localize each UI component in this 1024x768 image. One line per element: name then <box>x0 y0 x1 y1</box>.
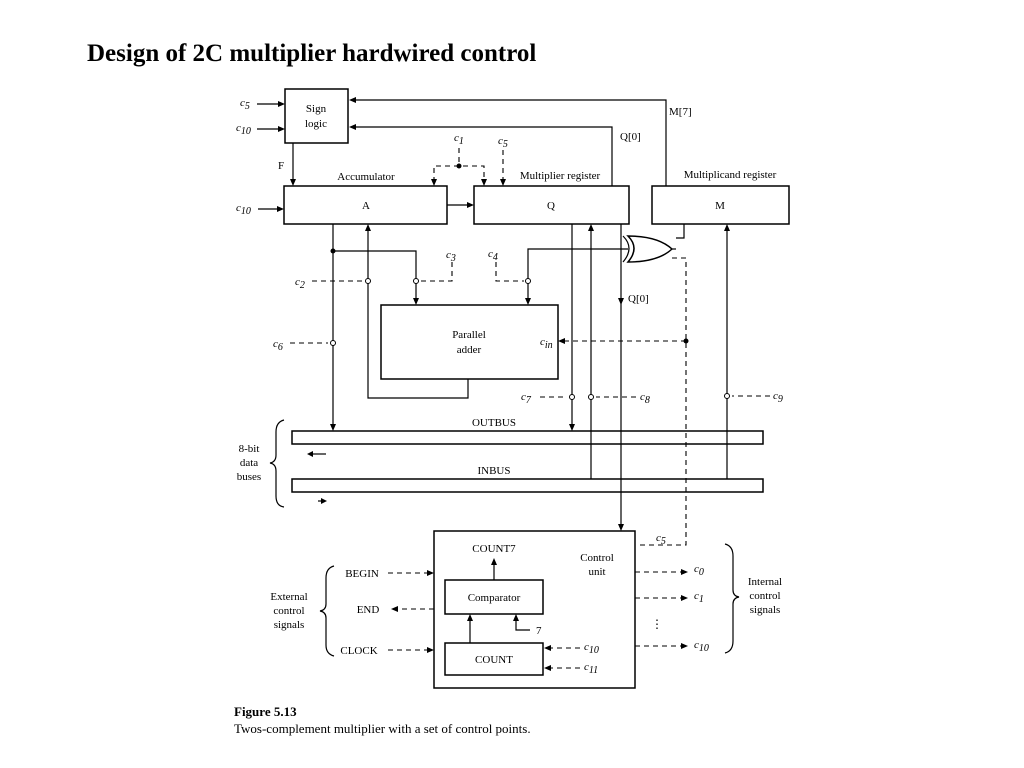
clock-label: CLOCK <box>340 645 377 657</box>
multiplicand-register-box <box>651 185 790 225</box>
accumulator-box <box>283 185 448 225</box>
external-group-label-2: control <box>273 605 304 617</box>
c8-label: c8 <box>640 391 650 406</box>
accumulator-label: A <box>362 200 370 212</box>
m7-line <box>353 99 667 186</box>
xor-gate <box>626 235 674 263</box>
c1-label: c1 <box>454 132 464 147</box>
internal-group-label-3: signals <box>750 604 781 616</box>
c3-line <box>421 262 453 282</box>
bus-label-1: 8-bit <box>239 443 260 455</box>
xor-to-adder-line <box>527 248 628 301</box>
c11-cnt-label: c11 <box>584 661 598 676</box>
c4-line <box>495 262 524 282</box>
multiplier-register-caption: Multiplier register <box>520 170 601 182</box>
internal-group-label-2: control <box>749 590 780 602</box>
external-group-label-1: External <box>270 591 307 603</box>
q0-mid-label: Q[0] <box>628 293 649 305</box>
end-label: END <box>357 604 380 616</box>
c0-out-label: c0 <box>694 563 704 578</box>
c5-cu-line <box>637 257 687 546</box>
internal-dots: ⋮ <box>651 617 663 631</box>
inbus-arrowhead <box>321 498 327 504</box>
multiplier-register-box <box>473 185 630 225</box>
control-unit-label-1: Control <box>580 552 614 564</box>
f-label: F <box>278 160 284 172</box>
accumulator-caption: Accumulator <box>337 171 395 183</box>
q0-feedback-line <box>353 126 613 186</box>
c5-cu-label: c5 <box>656 532 666 547</box>
a-to-adder-line <box>333 250 417 301</box>
bus-label-2: data <box>240 457 258 469</box>
sign-logic-label-1: Sign <box>306 103 327 115</box>
count-label: COUNT <box>475 654 513 666</box>
parallel-adder-label-1: Parallel <box>452 329 486 341</box>
begin-label: BEGIN <box>345 568 379 580</box>
c5-q-label: c5 <box>498 135 508 150</box>
bus-label-3: buses <box>237 471 261 483</box>
outbus <box>291 430 764 445</box>
c7-label: c7 <box>521 391 532 406</box>
outbus-label: OUTBUS <box>472 417 516 429</box>
c9-label: c9 <box>773 390 783 405</box>
slide-title: Design of 2C multiplier hardwired contro… <box>87 40 537 67</box>
q0-top-label: Q[0] <box>620 131 641 143</box>
c10-out-label: c10 <box>694 639 709 654</box>
c4-label: c4 <box>488 248 498 263</box>
m-to-xor-line <box>676 224 685 239</box>
c10-sign-label: c10 <box>236 122 251 137</box>
inbus-label: INBUS <box>477 465 510 477</box>
adder-to-a-line <box>367 228 469 399</box>
parallel-adder-label-2: adder <box>457 344 482 356</box>
control-unit-label-2: unit <box>588 566 605 578</box>
c5-sign-label: c5 <box>240 97 250 112</box>
count-box <box>444 642 544 676</box>
cin-label: cin <box>540 336 553 351</box>
comparator-label: Comparator <box>468 592 521 604</box>
sign-logic-box <box>284 88 349 144</box>
c6-label: c6 <box>273 338 283 353</box>
c10-a-label: c10 <box>236 202 251 217</box>
multiplicand-register-caption: Multiplicand register <box>684 169 777 181</box>
const7-to-comparator <box>515 618 530 631</box>
c10-cnt-label: c10 <box>584 641 599 656</box>
sign-logic-label-2: logic <box>305 118 327 130</box>
multiplicand-register-label: M <box>715 200 725 212</box>
c2-label: c2 <box>295 276 305 291</box>
internal-group-label-1: Internal <box>748 576 782 588</box>
external-brace <box>319 565 335 657</box>
c3-label: c3 <box>446 249 456 264</box>
comparator-box <box>444 579 544 615</box>
multiplier-register-label: Q <box>547 200 555 212</box>
external-group-label-3: signals <box>274 619 305 631</box>
inbus <box>291 478 764 493</box>
figure-number: Figure 5.13 <box>234 704 297 719</box>
figure-caption: Twos-complement multiplier with a set of… <box>234 721 531 736</box>
bus-brace <box>269 419 285 508</box>
const7-label: 7 <box>536 625 542 637</box>
count7-label: COUNT7 <box>472 543 516 555</box>
outbus-arrowhead <box>307 451 313 457</box>
c1-out-label: c1 <box>694 590 704 605</box>
parallel-adder-box <box>380 304 559 380</box>
internal-brace <box>724 543 740 654</box>
m7-label: M[7] <box>669 106 692 118</box>
